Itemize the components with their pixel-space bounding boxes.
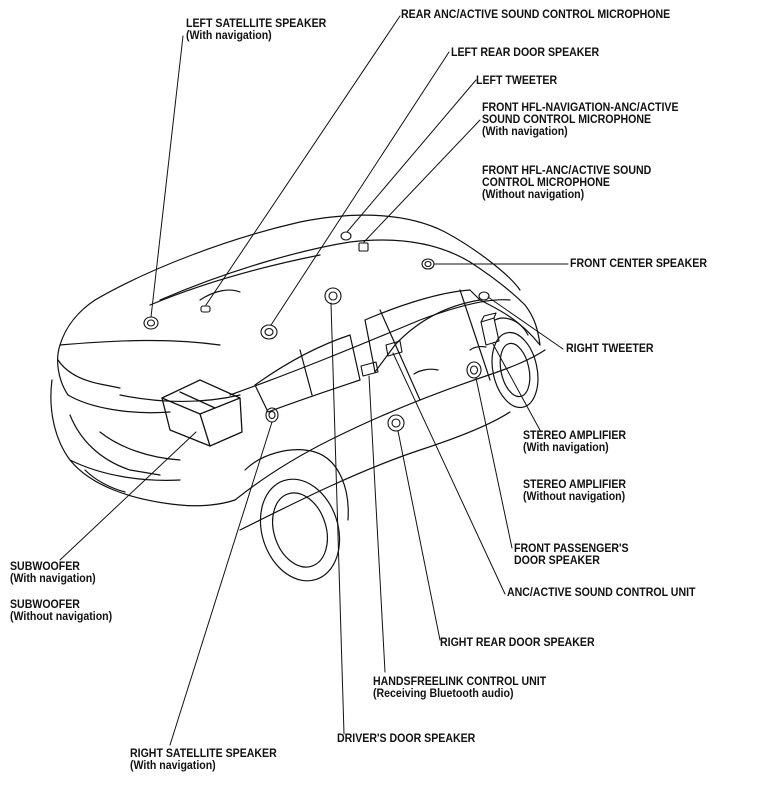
leader-handsfreelink (368, 375, 386, 673)
label-title: LEFT REAR DOOR SPEAKER (451, 47, 600, 59)
label-note: (With navigation) (523, 442, 609, 454)
label-title: HANDSFREELINK CONTROL UNIT (373, 676, 547, 688)
label-front-passenger-door-speaker: FRONT PASSENGER'S DOOR SPEAKER (514, 543, 629, 567)
label-note: (With navigation) (482, 126, 568, 138)
leader-lines (59, 15, 569, 746)
leader-left-rear-door (270, 51, 450, 326)
leader-left-satellite (150, 35, 184, 318)
label-note: (Without navigation) (482, 189, 585, 201)
label-front-hfl-nav-anc-mic: FRONT HFL-NAVIGATION-ANC/ACTIVE SOUND CO… (482, 102, 679, 138)
anc-control-unit-icon (385, 340, 403, 357)
label-note: (Without navigation) (10, 611, 113, 623)
rear-anc-microphone-icon (200, 305, 211, 313)
leader-right-satellite (169, 421, 273, 746)
car-body (50, 214, 546, 582)
label-title: LEFT SATELLITE SPEAKER (186, 18, 327, 30)
label-title: SUBWOOFER (10, 561, 80, 573)
label-right-satellite-speaker: RIGHT SATELLITE SPEAKER (With navigation… (130, 748, 277, 772)
leader-rear-mic (205, 15, 401, 306)
subwoofer-icon (161, 379, 243, 447)
leader-subwoofer (59, 431, 197, 561)
label-front-center-speaker: FRONT CENTER SPEAKER (570, 258, 707, 270)
left-rear-door-speaker-icon (260, 324, 278, 340)
front-passenger-door-speaker-icon (466, 361, 482, 379)
drivers-door-speaker-icon (324, 287, 342, 305)
leader-front-mic (363, 119, 481, 243)
label-left-rear-door-speaker: LEFT REAR DOOR SPEAKER (451, 47, 599, 59)
label-note: (With navigation) (130, 760, 216, 772)
label-subwoofer-no-nav: SUBWOOFER (Without navigation) (10, 599, 112, 623)
leader-anc-unit (392, 352, 506, 595)
right-rear-door-speaker-icon (387, 414, 405, 432)
leader-front-passenger-door (475, 377, 513, 549)
components (143, 231, 500, 447)
label-title: RIGHT SATELLITE SPEAKER (130, 748, 277, 760)
label-stereo-amplifier-nav: STEREO AMPLIFIER (With navigation) (523, 430, 626, 454)
label-drivers-door-speaker: DRIVER'S DOOR SPEAKER (337, 733, 475, 745)
label-note: (Without navigation) (523, 491, 626, 503)
left-satellite-speaker-icon (143, 316, 159, 330)
left-tweeter-icon (340, 231, 352, 241)
handsfreelink-unit-icon (360, 361, 379, 377)
label-line1: FRONT PASSENGER'S (514, 543, 629, 555)
label-anc-control-unit: ANC/ACTIVE SOUND CONTROL UNIT (507, 587, 695, 599)
label-title: FRONT CENTER SPEAKER (570, 258, 707, 270)
label-title: REAR ANC/ACTIVE SOUND CONTROL MICROPHONE (401, 9, 671, 21)
label-note: (With navigation) (186, 30, 272, 42)
label-right-rear-door-speaker: RIGHT REAR DOOR SPEAKER (440, 637, 595, 649)
leader-right-tweeter (487, 296, 564, 350)
label-note: (Receiving Bluetooth audio) (373, 688, 514, 700)
label-title: LEFT TWEETER (476, 75, 558, 87)
label-title: STEREO AMPLIFIER (523, 479, 627, 491)
label-line2: CONTROL MICROPHONE (482, 177, 610, 189)
label-rear-anc-microphone: REAR ANC/ACTIVE SOUND CONTROL MICROPHONE (401, 9, 670, 21)
label-note: (With navigation) (10, 573, 96, 585)
label-title: STEREO AMPLIFIER (523, 430, 627, 442)
label-title: RIGHT REAR DOOR SPEAKER (440, 637, 595, 649)
label-line2: DOOR SPEAKER (514, 555, 600, 567)
label-line1: FRONT HFL-ANC/ACTIVE SOUND (482, 165, 652, 177)
label-front-hfl-anc-mic: FRONT HFL-ANC/ACTIVE SOUND CONTROL MICRO… (482, 165, 651, 201)
label-handsfreelink-control-unit: HANDSFREELINK CONTROL UNIT (Receiving Bl… (373, 676, 546, 700)
leader-left-tweeter (346, 79, 477, 233)
label-right-tweeter: RIGHT TWEETER (566, 343, 654, 355)
label-title: RIGHT TWEETER (566, 343, 654, 355)
leader-right-rear-door (397, 430, 441, 641)
label-line1: FRONT HFL-NAVIGATION-ANC/ACTIVE (482, 102, 679, 114)
stereo-amplifier-icon (480, 312, 500, 346)
front-microphone-icon (358, 242, 369, 252)
label-title: SUBWOOFER (10, 599, 80, 611)
label-line2: SOUND CONTROL MICROPHONE (482, 114, 652, 126)
leader-drivers-door (330, 302, 345, 735)
right-tweeter-icon (478, 291, 490, 301)
label-stereo-amplifier-no-nav: STEREO AMPLIFIER (Without navigation) (523, 479, 626, 503)
label-title: ANC/ACTIVE SOUND CONTROL UNIT (507, 587, 696, 599)
label-left-satellite-speaker: LEFT SATELLITE SPEAKER (With navigation) (186, 18, 326, 42)
label-subwoofer-nav: SUBWOOFER (With navigation) (10, 561, 96, 585)
label-left-tweeter: LEFT TWEETER (476, 75, 557, 87)
leader-stereo-amp (492, 343, 542, 433)
front-center-speaker-icon (421, 258, 435, 270)
label-title: DRIVER'S DOOR SPEAKER (337, 733, 476, 745)
